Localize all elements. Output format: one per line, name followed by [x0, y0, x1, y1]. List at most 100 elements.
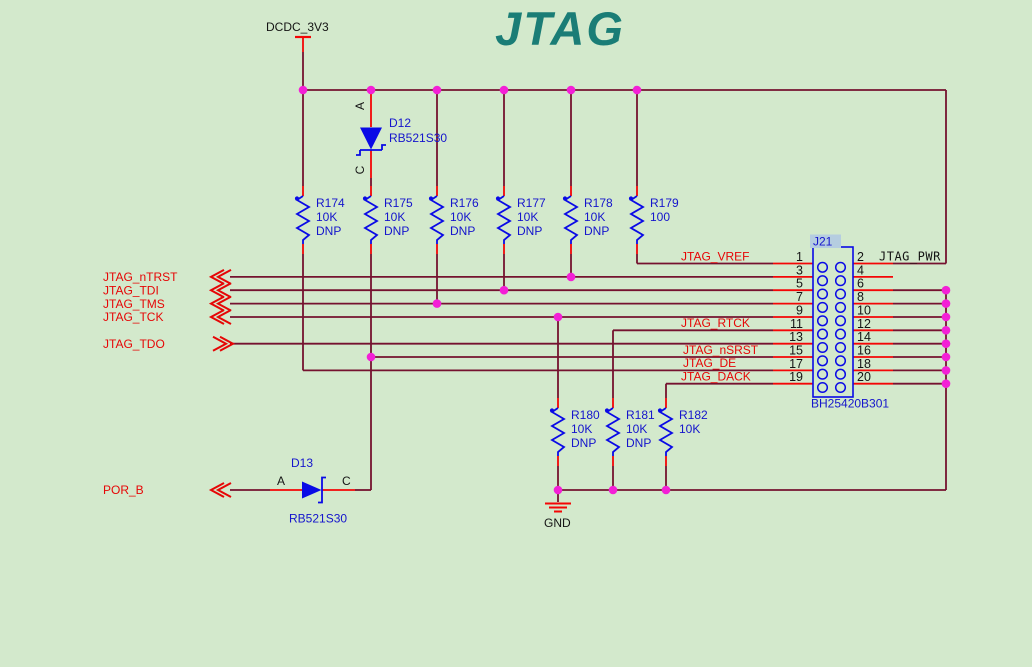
value-R176[interactable]: 10K: [450, 210, 471, 224]
net-label-JTAG_nSRST[interactable]: JTAG_nSRST: [683, 343, 759, 357]
designator-R175[interactable]: R175: [384, 196, 413, 210]
sheet-title: JTAG: [495, 2, 625, 55]
dnp-R176[interactable]: DNP: [450, 224, 475, 238]
port-JTAG_nTRST[interactable]: JTAG_nTRST: [103, 270, 178, 284]
connector-part-number[interactable]: BH25420B301: [811, 397, 889, 411]
net-label-JTAG_DE[interactable]: JTAG_DE: [683, 356, 736, 370]
designator-D12[interactable]: D12: [389, 116, 411, 130]
dnp-R181[interactable]: DNP: [626, 436, 651, 450]
designator-highlight: [810, 234, 841, 248]
resistor-pin1-dot: [657, 408, 663, 413]
resistor-R178[interactable]: [563, 195, 579, 244]
value-R177[interactable]: 10K: [517, 210, 538, 224]
pin-circle: [834, 328, 847, 340]
junction-dot: [566, 272, 576, 282]
port-chevron-input: [208, 269, 225, 285]
net-label-JTAG_DACK[interactable]: JTAG_DACK: [681, 370, 751, 384]
pin-circle: [816, 328, 829, 340]
designator-R182[interactable]: R182: [679, 408, 708, 422]
diode-D12[interactable]: [360, 127, 382, 150]
junction-dot: [499, 85, 509, 95]
pin-number-16: 16: [857, 344, 871, 358]
designator-R178[interactable]: R178: [584, 196, 613, 210]
junction-dot: [553, 312, 563, 322]
designator-R179[interactable]: R179: [650, 196, 679, 210]
designator-R180[interactable]: R180: [571, 408, 600, 422]
part-D13[interactable]: RB521S30: [289, 512, 347, 526]
resistor-pin1-dot: [604, 408, 610, 413]
diode-D13[interactable]: [302, 481, 322, 499]
resistor-R175[interactable]: [363, 195, 379, 244]
port-JTAG_TDI[interactable]: JTAG_TDI: [103, 283, 159, 297]
designator-D13[interactable]: D13: [291, 456, 313, 470]
junction-dot: [941, 326, 951, 335]
resistor-R180[interactable]: [550, 407, 566, 456]
port-chevron-input: [215, 282, 232, 299]
part-D12[interactable]: RB521S30: [389, 131, 447, 145]
junctions-layer: [298, 85, 951, 495]
pin-circle: [834, 275, 847, 287]
port-chevron-input: [208, 282, 225, 299]
resistor-R174[interactable]: [295, 195, 311, 244]
pin-number-8: 8: [857, 290, 864, 304]
value-R179[interactable]: 100: [650, 210, 670, 224]
dnp-R175[interactable]: DNP: [384, 224, 409, 238]
port-chevron-input: [215, 309, 232, 325]
port-chevron-input: [208, 482, 225, 498]
pin-circle: [816, 261, 829, 273]
resistor-R176[interactable]: [429, 195, 445, 244]
net-label-JTAG_RTCK[interactable]: JTAG_RTCK: [681, 316, 750, 330]
net-label-JTAG_VREF[interactable]: JTAG_VREF: [681, 249, 749, 263]
value-R180[interactable]: 10K: [571, 422, 592, 436]
resistor-R181[interactable]: [605, 407, 621, 456]
pin-circle: [816, 315, 829, 327]
value-R175[interactable]: 10K: [384, 210, 405, 224]
designator-R177[interactable]: R177: [517, 196, 546, 210]
port-JTAG_TCK[interactable]: JTAG_TCK: [103, 310, 163, 324]
resistor-pin1-dot: [562, 196, 568, 201]
resistor-R179[interactable]: [629, 195, 645, 244]
junction-dot: [941, 352, 951, 362]
port-POR_B[interactable]: POR_B: [103, 483, 144, 497]
dnp-R178[interactable]: DNP: [584, 224, 609, 238]
power-port-label-DCDC_3V3[interactable]: DCDC_3V3: [266, 20, 329, 34]
net-label-JTAG_PWR[interactable]: JTAG_PWR: [879, 249, 941, 263]
dnp-R174[interactable]: DNP: [316, 224, 341, 238]
junction-dot: [632, 85, 642, 95]
pin-number-11: 11: [790, 317, 803, 331]
port-JTAG_TMS[interactable]: JTAG_TMS: [103, 297, 165, 311]
junction-dot: [366, 85, 376, 95]
pin-number-20: 20: [857, 370, 871, 384]
designator-R181[interactable]: R181: [626, 408, 655, 422]
value-R182[interactable]: 10K: [679, 422, 700, 436]
designator-R176[interactable]: R176: [450, 196, 479, 210]
dnp-R177[interactable]: DNP: [517, 224, 542, 238]
pin-circle: [834, 288, 847, 300]
junction-dot: [941, 285, 951, 295]
ground-label[interactable]: GND: [544, 516, 571, 530]
diode-pin-label-A: A: [277, 474, 285, 488]
pin-circle: [816, 368, 829, 380]
connector-designator[interactable]: J21: [813, 235, 833, 249]
value-R181[interactable]: 10K: [626, 422, 647, 436]
pin-circle: [816, 341, 829, 354]
port-JTAG_TDO[interactable]: JTAG_TDO: [103, 337, 165, 351]
port-chevron-input: [215, 269, 232, 285]
port-chevron-input: [208, 309, 225, 325]
port-chevron-output: [219, 335, 236, 352]
wires-layer: [230, 52, 947, 502]
resistor-pin1-dot: [495, 196, 501, 201]
dnp-R180[interactable]: DNP: [571, 436, 596, 450]
value-R178[interactable]: 10K: [584, 210, 605, 224]
junction-dot: [941, 299, 951, 308]
resistor-pin1-dot: [294, 196, 300, 201]
junction-dot: [366, 352, 376, 362]
designator-R174[interactable]: R174: [316, 196, 345, 210]
resistor-R177[interactable]: [496, 195, 512, 244]
resistor-R182[interactable]: [658, 407, 674, 456]
pin-number-13: 13: [789, 330, 803, 344]
pin-circle: [834, 355, 847, 367]
value-R174[interactable]: 10K: [316, 210, 337, 224]
